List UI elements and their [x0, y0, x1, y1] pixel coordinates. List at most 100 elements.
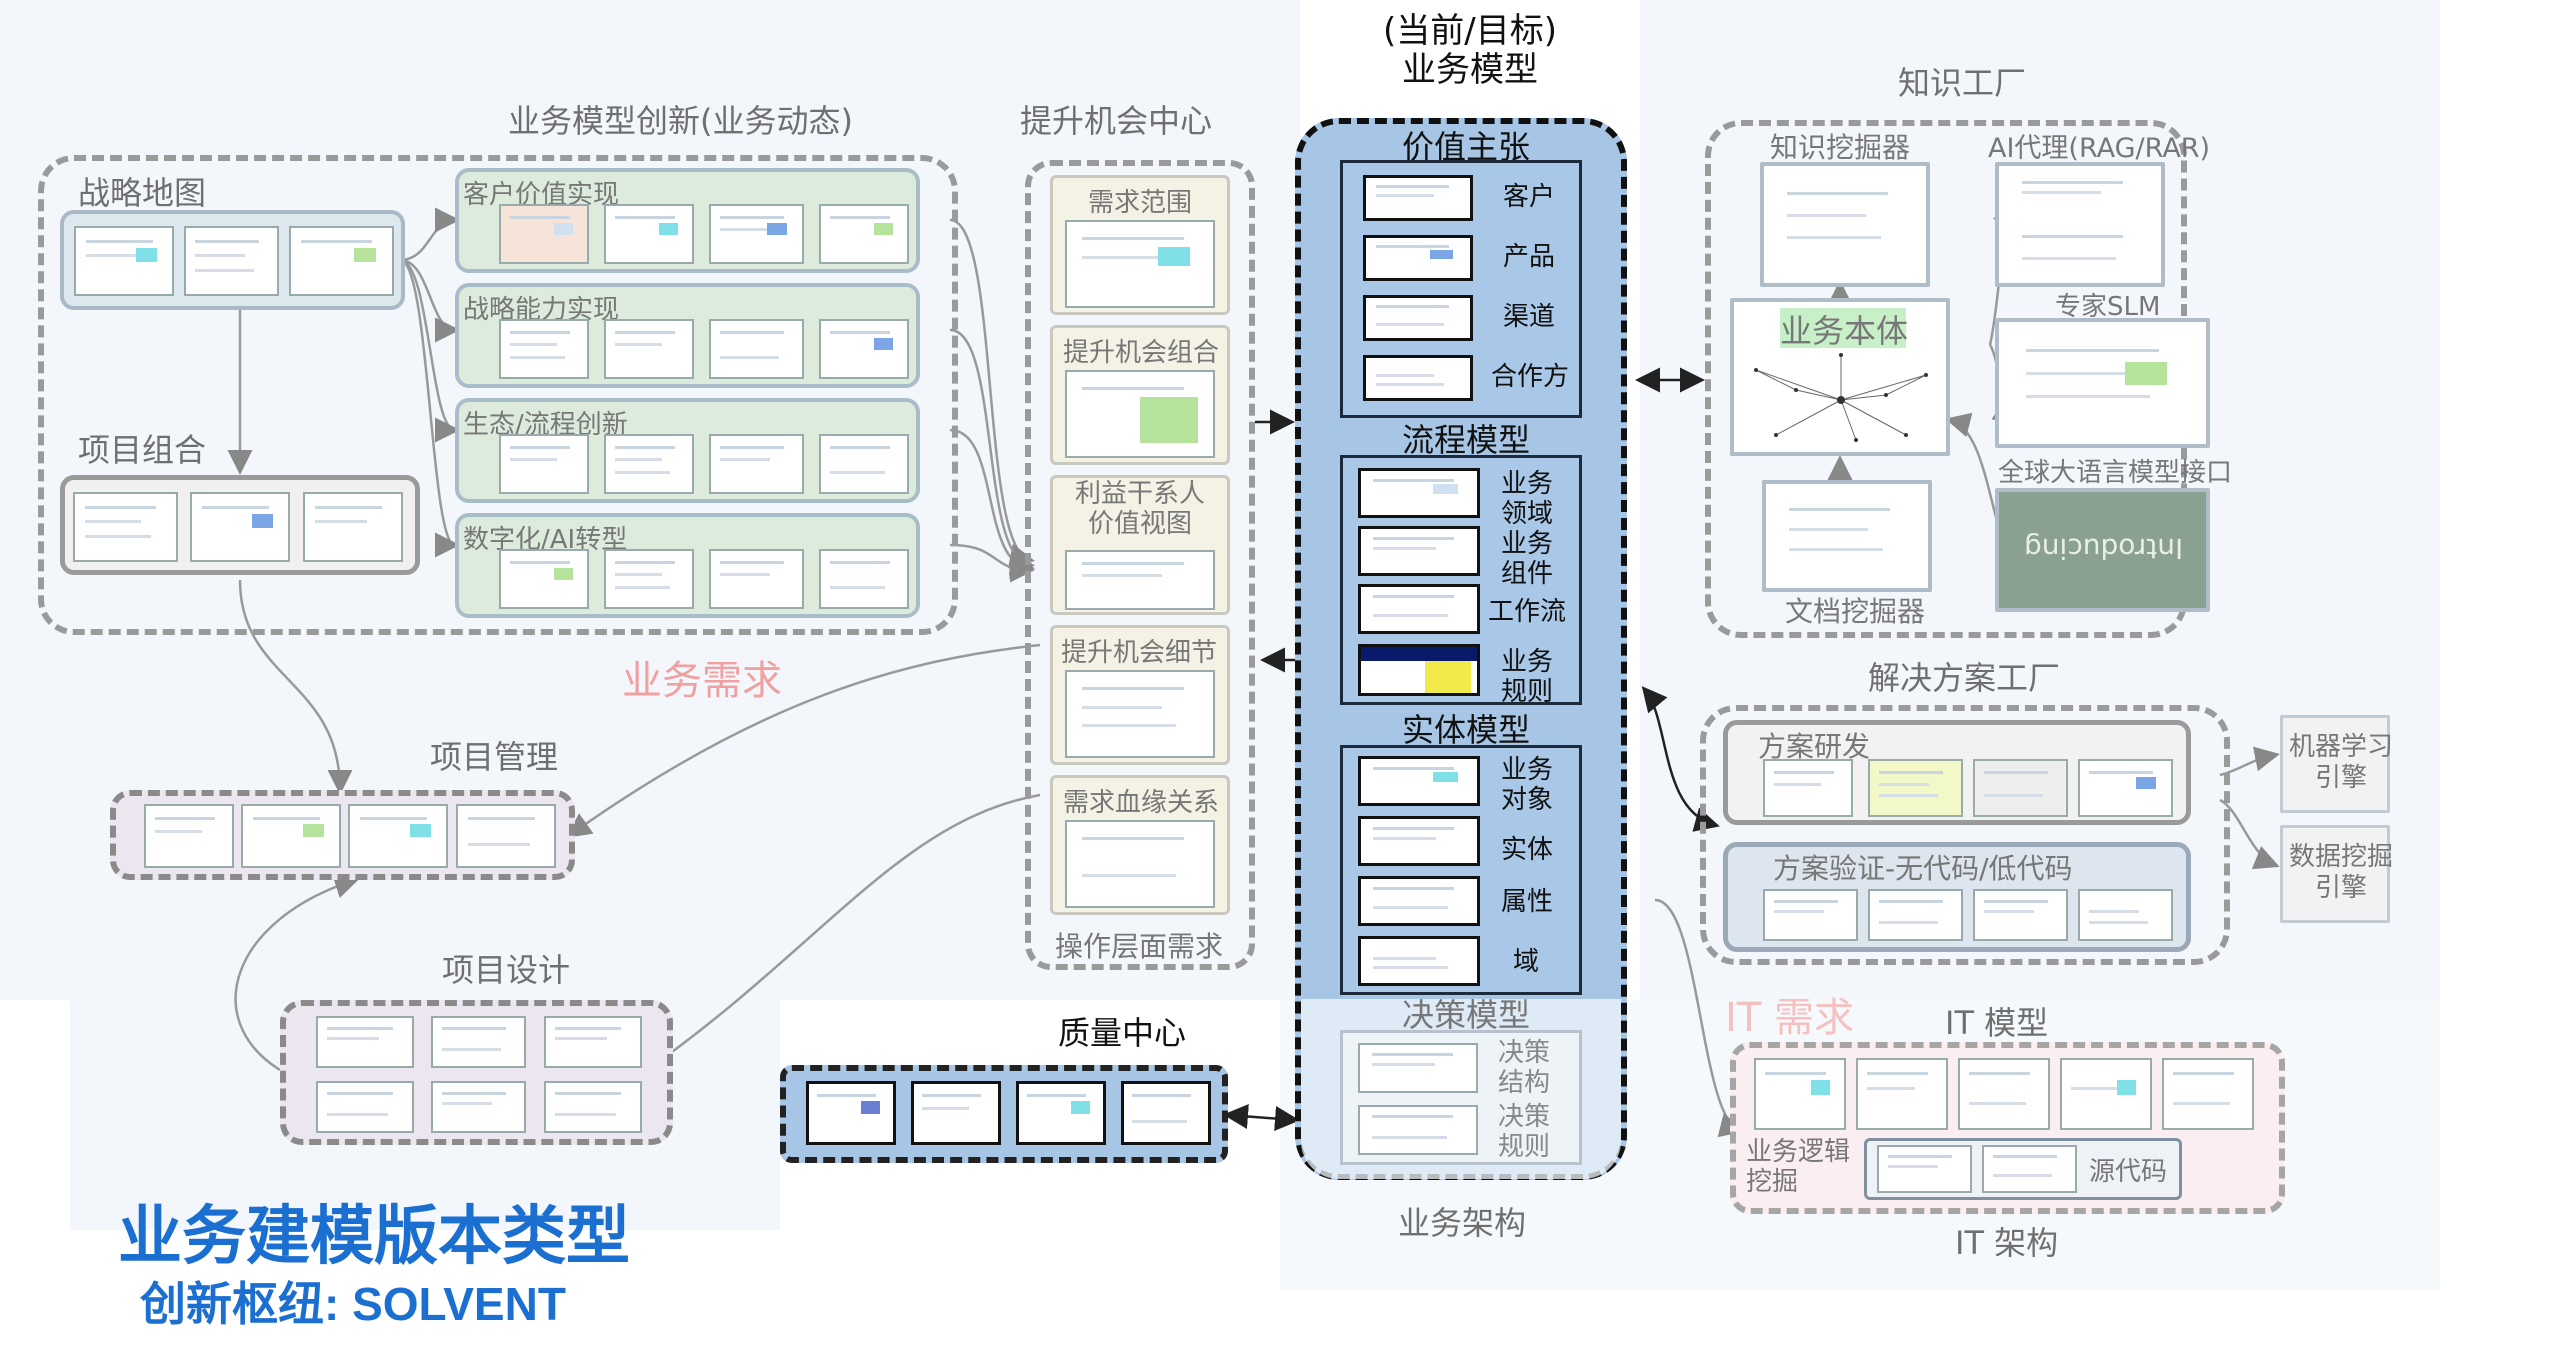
it-arch-title: IT 架构	[1955, 1224, 2059, 1262]
project-mgmt-group	[110, 790, 575, 880]
code-thumb-2	[1982, 1145, 2077, 1193]
ontology-graph	[1754, 353, 1928, 442]
research-box: 方案研发	[1723, 720, 2191, 825]
vp-item-2: 产品	[1503, 242, 1556, 272]
em-thumb-1	[1358, 756, 1480, 806]
sub-title: 创新枢纽: SOLVENT	[140, 1278, 566, 1330]
opp-cell-5-label: 需求血缘关系	[1063, 788, 1220, 818]
pd-thumb-3	[544, 1016, 642, 1068]
pm-thumb-3	[348, 804, 448, 868]
qc-thumb-2	[911, 1081, 1001, 1145]
vp-thumb-2	[1363, 235, 1473, 281]
val-thumb-4	[2078, 889, 2173, 941]
row2-thumb-4	[819, 319, 909, 379]
pd-thumb-6	[544, 1081, 642, 1133]
opp-cell-4: 提升机会细节	[1050, 625, 1230, 765]
intro-box: Introducing	[1995, 488, 2210, 612]
proc-item-4: 业务 规则	[1501, 647, 1554, 707]
it-thumb-1	[1754, 1058, 1846, 1130]
it-thumb-5	[2162, 1058, 2254, 1130]
llm-box	[1995, 318, 2210, 448]
dm-thumb-1	[1358, 1043, 1478, 1093]
ai-agent-label: AI代理(RAG/RAR)	[1988, 133, 2211, 164]
project-design-title: 项目设计	[442, 951, 571, 989]
innovation-row-2: 战略能力实现	[455, 283, 920, 388]
row3-thumb-2	[604, 434, 694, 494]
portfolio-thumb-3	[303, 492, 403, 562]
strategy-thumb-1	[74, 226, 174, 296]
ent-item-3: 属性	[1501, 887, 1554, 917]
quality-center-title: 质量中心	[1058, 1014, 1187, 1052]
qc-thumb-4	[1121, 1081, 1211, 1145]
ent-item-4: 域	[1513, 947, 1540, 977]
dm-thumb-2	[1358, 1105, 1478, 1155]
core-section-2-title: 流程模型	[1401, 421, 1530, 459]
vp-thumb-1	[1363, 175, 1473, 221]
knowledge-miner-box	[1760, 162, 1930, 287]
dec-item-2: 决策 规则	[1498, 1102, 1551, 1162]
pm-thumb-4	[456, 804, 556, 868]
research-thumb-4	[2078, 759, 2173, 817]
row3-thumb-3	[709, 434, 804, 494]
row3-thumb-4	[819, 434, 909, 494]
opp-cell-4-label: 提升机会细节	[1061, 638, 1218, 668]
validation-label: 方案验证-无代码/低代码	[1773, 852, 2073, 885]
vp-thumb-3	[1363, 295, 1473, 341]
strategy-map-label: 战略地图	[78, 174, 207, 212]
pm-core-thumb-1	[1358, 468, 1480, 518]
ontology-label: 业务本体	[1780, 312, 1909, 350]
opp-cell-5: 需求血缘关系	[1050, 775, 1230, 915]
val-thumb-2	[1868, 889, 1963, 941]
core-section-4-title: 决策模型	[1401, 996, 1530, 1034]
logic-mining-label: 业务逻辑 挖掘	[1746, 1137, 1851, 1197]
qc-thumb-1	[806, 1081, 896, 1145]
core-section-1-title: 价值主张	[1401, 128, 1530, 166]
vp-item-4: 合作方	[1491, 362, 1570, 392]
llm-label: 全球大语言模型接口	[1998, 458, 2233, 488]
validation-box: 方案验证-无代码/低代码	[1723, 842, 2191, 952]
pm-core-thumb-2	[1358, 526, 1480, 576]
pd-thumb-4	[316, 1081, 414, 1133]
opp-cell-2-label: 提升机会组合	[1063, 338, 1220, 368]
vp-item-1: 客户	[1503, 182, 1556, 212]
row4-thumb-2	[604, 549, 694, 609]
em-thumb-4	[1358, 936, 1480, 986]
innovation-row-4: 数字化/AI转型	[455, 513, 920, 618]
research-label: 方案研发	[1758, 730, 1871, 763]
val-thumb-1	[1763, 889, 1858, 941]
qc-thumb-3	[1016, 1081, 1106, 1145]
expert-slm-label: 专家SLM	[2055, 292, 2161, 322]
pm-core-thumb-3	[1358, 584, 1480, 634]
core-section-4: 决策 结构 决策 规则	[1340, 1030, 1582, 1165]
project-design-group	[280, 1000, 673, 1145]
solution-title: 解决方案工厂	[1868, 659, 2061, 697]
dm-engine-box: 数据挖掘 引擎	[2280, 825, 2394, 923]
opp-thumb-5	[1065, 820, 1215, 908]
doc-miner-label: 文档挖掘器	[1785, 595, 1926, 628]
it-thumb-3	[1958, 1058, 2050, 1130]
agent-thumb-1	[2007, 172, 2152, 220]
vp-item-3: 渠道	[1503, 302, 1556, 332]
row2-thumb-2	[604, 319, 694, 379]
portfolio-box	[60, 475, 420, 575]
it-model-title: IT 模型	[1945, 1004, 2049, 1042]
row1-thumb-3	[709, 204, 804, 264]
innovation-title: 业务模型创新(业务动态)	[508, 102, 853, 140]
row4-thumb-3	[709, 549, 804, 609]
portfolio-thumb-2	[190, 492, 290, 562]
doc-thumb	[1774, 492, 1919, 582]
research-thumb-1	[1763, 759, 1853, 817]
core-section-3-title: 实体模型	[1401, 711, 1530, 749]
ontology-label-bg	[1780, 308, 1906, 348]
opp-thumb-4	[1065, 670, 1215, 758]
row1-thumb-4	[819, 204, 909, 264]
dm-engine-label: 数据挖掘 引擎	[2289, 842, 2394, 904]
pm-core-thumb-4	[1358, 644, 1480, 696]
opp-cell-2: 提升机会组合	[1050, 325, 1230, 465]
val-thumb-3	[1973, 889, 2068, 941]
dec-item-1: 决策 结构	[1498, 1038, 1551, 1098]
core-section-3: 业务 对象 实体 属性 域	[1340, 745, 1582, 995]
proc-item-3: 工作流	[1488, 597, 1567, 627]
em-thumb-3	[1358, 876, 1480, 926]
km-thumb	[1772, 174, 1917, 274]
